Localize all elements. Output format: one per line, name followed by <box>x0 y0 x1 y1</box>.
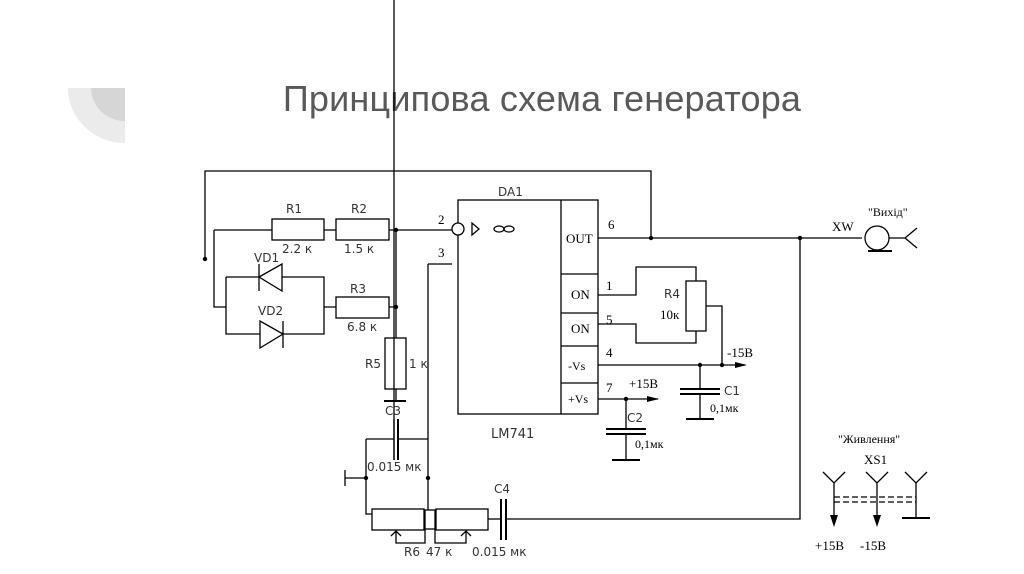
capacitor-c4 <box>500 499 507 540</box>
r3-value: 6.8 к <box>347 320 377 334</box>
decorative-quarter-circle <box>68 88 125 143</box>
r3-label: R3 <box>350 282 366 296</box>
potentiometer-r6 <box>371 508 489 544</box>
pin-5: 5 <box>606 312 613 327</box>
resistor-r3 <box>335 296 390 319</box>
pin-3: 3 <box>438 245 445 260</box>
capacitor-c1 <box>680 365 720 420</box>
potentiometer-r4 <box>685 280 707 332</box>
power-label: "Живлення" <box>838 432 900 446</box>
c4-label: C4 <box>494 482 510 496</box>
r4-label: R4 <box>664 287 680 301</box>
c1-label: C1 <box>724 384 740 398</box>
xs1-pin-neg: -15В <box>860 538 886 553</box>
pin-vneg-name: -Vs <box>568 359 586 373</box>
capacitor-c2 <box>606 399 646 461</box>
wire-r-chain <box>213 229 452 259</box>
r5-value: 1 к <box>409 357 428 371</box>
pin-vpos-name: +Vs <box>568 392 588 406</box>
pin-2: 2 <box>438 212 445 227</box>
c3-value: 0.015 мк <box>367 460 421 474</box>
vd2-label: VD2 <box>258 304 283 318</box>
pin-on5-name: ON <box>571 321 590 336</box>
r2-value: 1.5 к <box>344 242 374 256</box>
c4-value: 0.015 мк <box>472 545 526 559</box>
r6-value: 47 к <box>426 545 452 559</box>
power-connector-xs1 <box>822 471 930 527</box>
output-label: "Вихід" <box>868 205 908 219</box>
vd1-label: VD1 <box>254 251 279 265</box>
c3-label: C3 <box>385 404 401 418</box>
pin-4: 4 <box>606 345 613 360</box>
r4-value: 10к <box>660 307 680 322</box>
feedback-wire <box>204 170 652 259</box>
c1-value: 0,1мк <box>710 401 739 415</box>
opamp-part: LM741 <box>491 427 534 442</box>
pos-rail-label: +15В <box>629 376 658 391</box>
opamp-da1 <box>451 199 599 415</box>
r1-label: R1 <box>286 202 302 216</box>
slide-title: Принципова схема генератора <box>282 78 802 119</box>
resistor-r1 <box>271 218 325 241</box>
resistor-r5 <box>384 337 407 390</box>
wire-diodes <box>213 259 336 335</box>
resistor-r2 <box>335 218 390 241</box>
pin-on1-name: ON <box>571 287 590 302</box>
diode-vd2 <box>259 319 285 350</box>
xs1-pin-pos: +15В <box>815 538 844 553</box>
xs1-label: XS1 <box>864 452 887 467</box>
r6-label: R6 <box>404 545 420 559</box>
r5-label: R5 <box>365 357 381 371</box>
pin-7: 7 <box>606 380 613 395</box>
diode-vd1 <box>257 262 283 293</box>
xw-label: XW <box>832 219 854 234</box>
pin-out-name: OUT <box>566 231 593 246</box>
r2-label: R2 <box>351 202 367 216</box>
r1-value: 2.2 к <box>282 242 312 256</box>
c2-value: 0,1мк <box>635 437 664 451</box>
neg-rail-label: -15В <box>727 345 753 360</box>
c2-label: C2 <box>627 411 643 425</box>
pin-6: 6 <box>608 217 615 232</box>
pin-1: 1 <box>606 278 613 293</box>
opamp-ref: DA1 <box>498 185 523 199</box>
output-connector-xw <box>864 225 892 252</box>
